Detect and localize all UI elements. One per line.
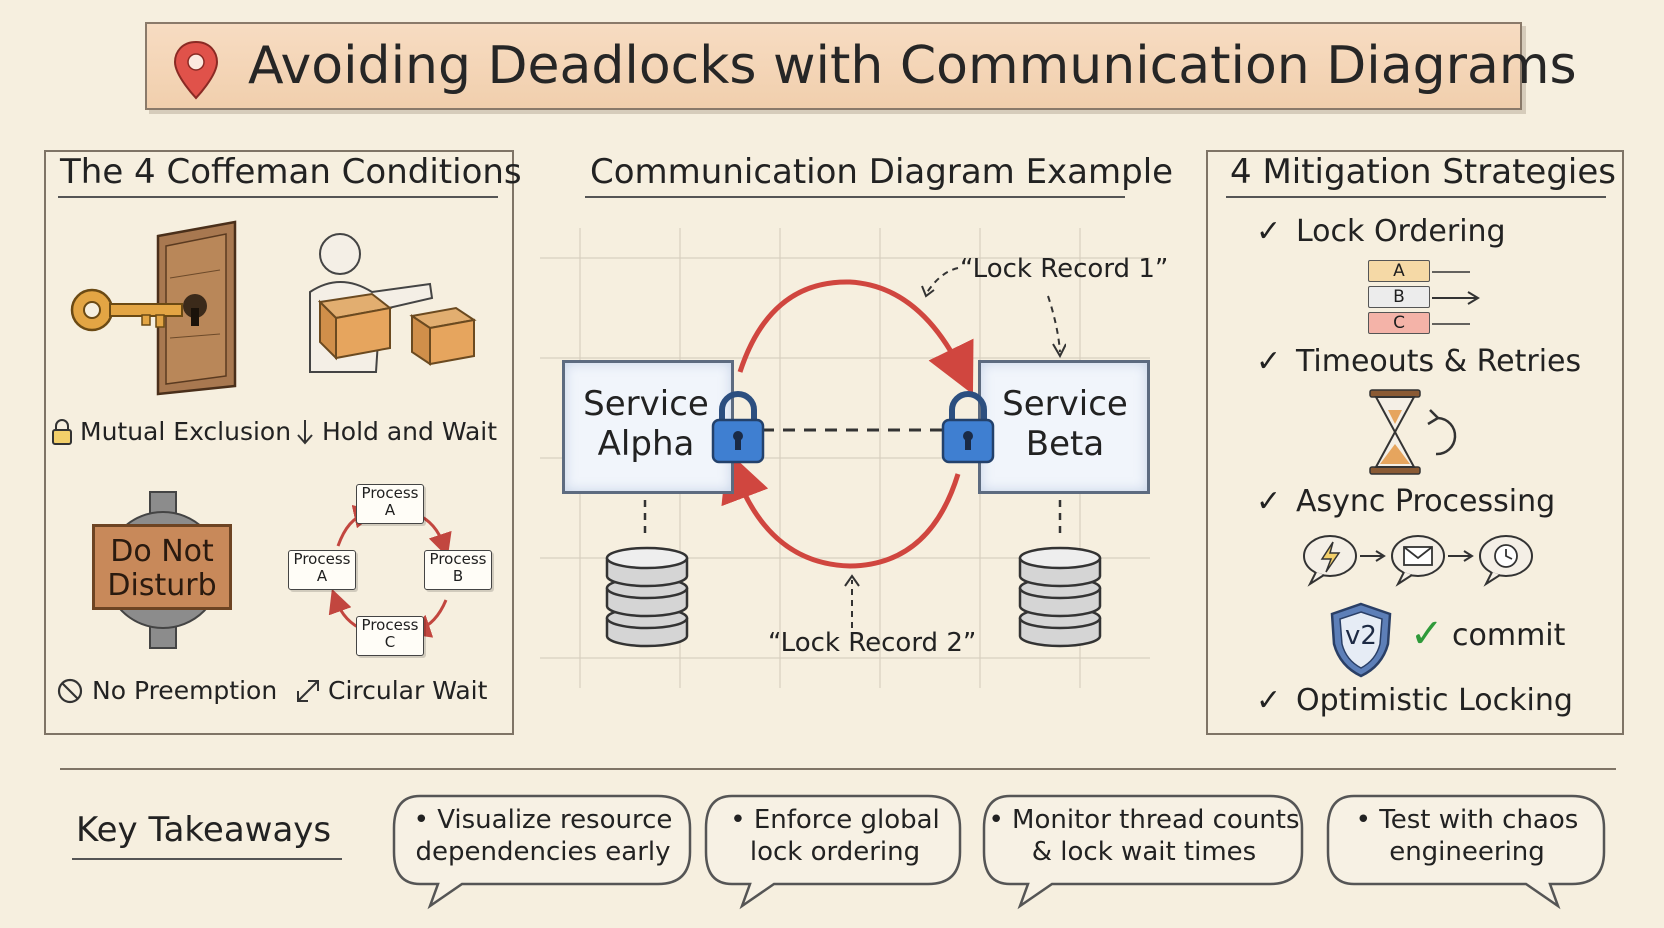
- takeaways-heading-underline: [72, 858, 342, 860]
- takeaway-3: • Monitor thread counts & lock wait time…: [988, 804, 1300, 868]
- takeaway-2-line-1: • Enforce global: [730, 805, 940, 835]
- order-box-b: B: [1368, 286, 1430, 308]
- service-beta-line-2: Beta: [1025, 424, 1105, 464]
- commit-label: commit: [1452, 618, 1566, 653]
- service-beta-box: [978, 360, 1150, 494]
- green-check-icon: ✓: [1410, 611, 1444, 657]
- takeaway-4-line-1: • Test with chaos: [1355, 805, 1579, 835]
- database-icon-alpha: [605, 546, 689, 648]
- conditions-heading: The 4 Coffeman Conditions: [60, 152, 522, 192]
- strategy-timeouts-retries: Timeouts & Retries: [1296, 344, 1582, 379]
- deadlock-cycle-arrows: [721, 279, 974, 569]
- condition-mutual-exclusion: Mutual Exclusion: [80, 417, 292, 446]
- database-icon-beta: [1018, 546, 1102, 648]
- service-beta-line-1: Service: [1002, 384, 1128, 424]
- map-pin-icon: [173, 40, 219, 100]
- prohibited-icon: [57, 678, 83, 704]
- strategies-panel: [1206, 150, 1624, 735]
- lock-icon-beta: [941, 391, 995, 464]
- padlock-icon: [52, 419, 72, 445]
- takeaway-4-line-2: engineering: [1389, 837, 1545, 867]
- condition-no-preemption: No Preemption: [92, 676, 278, 705]
- key-door-icon: [70, 220, 237, 396]
- takeaway-3-line-2: & lock wait times: [1031, 837, 1257, 867]
- strategy-async-processing: Async Processing: [1296, 484, 1556, 519]
- version-badge: v2: [1345, 621, 1377, 651]
- conditions-heading-underline: [58, 196, 498, 198]
- process-box-left: Process A: [288, 550, 356, 590]
- takeaway-4: • Test with chaos engineering: [1332, 804, 1602, 868]
- condition-hold-and-wait: Hold and Wait: [322, 417, 498, 446]
- hourglass-icon: [1369, 389, 1457, 475]
- takeaway-1: • Visualize resource dependencies early: [398, 804, 688, 868]
- takeaways-heading: Key Takeaways: [76, 810, 332, 850]
- lock-record-2-label: “Lock Record 2”: [768, 628, 977, 658]
- lock-icon-alpha: [711, 391, 765, 464]
- order-box-a: A: [1368, 260, 1430, 282]
- service-beta-label: Service Beta: [1000, 384, 1130, 464]
- shield-icon: [1330, 602, 1392, 678]
- alpha-db-connector: [643, 500, 647, 538]
- strategy-optimistic-locking: Optimistic Locking: [1296, 683, 1573, 718]
- lock-record-1-pointers: [921, 267, 1066, 359]
- process-label: Process C: [361, 616, 419, 651]
- process-label: Process B: [429, 550, 487, 585]
- diagram-heading-underline: [585, 196, 1125, 198]
- sign-line-1: Do Not: [110, 534, 214, 569]
- do-not-disturb-sign: Do Not Disturb: [92, 524, 232, 610]
- process-box-right: Process B: [424, 550, 492, 590]
- takeaway-2: • Enforce global lock ordering: [710, 804, 960, 868]
- async-pipeline-icons: [1303, 535, 1533, 587]
- takeaway-1-line-1: • Visualize resource: [413, 805, 673, 835]
- lock-record-2-pointer: [844, 574, 860, 628]
- takeaway-bubbles: [392, 794, 1606, 910]
- check-icon: ✓: [1256, 484, 1282, 519]
- check-icon: ✓: [1256, 683, 1282, 718]
- check-icon: ✓: [1256, 344, 1282, 379]
- title-banner: [145, 22, 1522, 110]
- strategies-heading: 4 Mitigation Strategies: [1230, 152, 1616, 192]
- sign-line-2: Disturb: [107, 568, 217, 603]
- down-arrow-icon: [297, 420, 313, 445]
- strategies-heading-underline: [1226, 196, 1606, 198]
- process-label: Process A: [361, 484, 419, 519]
- strategy-lock-ordering: Lock Ordering: [1296, 214, 1506, 249]
- dashed-connection-line: [762, 428, 942, 432]
- order-box-c: C: [1368, 312, 1430, 334]
- process-box-bottom: Process C: [356, 616, 424, 656]
- page-title: Avoiding Deadlocks with Communication Di…: [248, 36, 1577, 96]
- diagram-heading: Communication Diagram Example: [590, 152, 1174, 192]
- service-alpha-label: Service Alpha: [568, 384, 724, 464]
- circular-arrows-icon: [297, 680, 319, 702]
- lock-record-1-label: “Lock Record 1”: [960, 254, 1169, 284]
- process-label: Process A: [293, 550, 351, 585]
- order-arrows: [1432, 271, 1480, 325]
- check-icon: ✓: [1256, 214, 1282, 249]
- takeaway-1-line-2: dependencies early: [415, 837, 671, 867]
- person-holding-box-icon: [309, 233, 477, 373]
- takeaway-2-line-2: lock ordering: [749, 837, 921, 867]
- service-alpha-line-1: Service: [583, 384, 709, 424]
- service-alpha-line-2: Alpha: [597, 424, 695, 464]
- conditions-panel: [44, 150, 514, 735]
- takeaway-3-line-1: • Monitor thread counts: [988, 805, 1300, 835]
- beta-db-connector: [1058, 500, 1062, 538]
- condition-circular-wait: Circular Wait: [328, 676, 488, 705]
- process-box-top: Process A: [356, 484, 424, 524]
- takeaways-divider: [60, 768, 1616, 770]
